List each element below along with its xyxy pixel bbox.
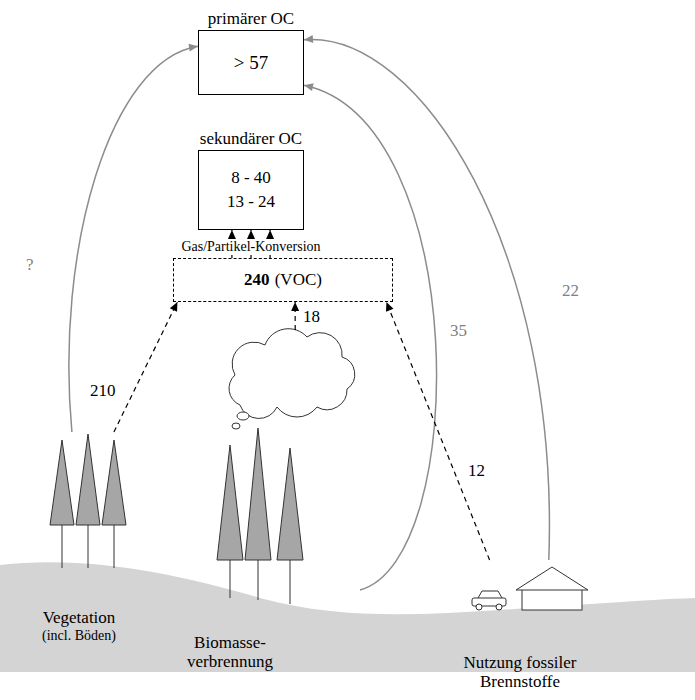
concentration-box: primärer OC> 57 [198,30,304,95]
arrow-head [304,35,313,43]
flow-value: 210 [90,382,116,401]
flow-value: ? [26,256,34,275]
ground [0,562,695,672]
arrow-head [386,302,393,312]
concentration-box: sekundärer OC8 - 4013 - 24 [198,150,304,230]
value-text: 8 - 40 [231,168,271,188]
source-label: Biomasse- verbrennung [180,633,280,672]
arrow-head [247,230,255,239]
flow-arrow [304,83,437,590]
source-label: Vegetation [43,608,116,628]
value-text: 240 [244,270,270,290]
forest-trees [50,434,126,568]
box-heading: sekundärer OC [200,129,302,149]
flow-arrow [114,302,177,432]
arrow-head [170,302,178,312]
value-text: (VOC) [275,270,322,290]
flow-curve [304,39,549,560]
arrow-head [291,302,299,311]
dashed-flow-line [114,302,177,432]
car-icon [472,591,506,610]
box-heading: primärer OC [208,9,294,29]
source-group: Nutzung fossiler Brennstoffe [440,560,600,692]
flow-arrow [291,302,299,330]
source-group: Vegetation(incl. Böden) [8,432,150,644]
source-group: Biomasse- verbrennung [180,330,360,672]
flow-value: Gas/Partikel-Konversion [178,239,323,254]
dashed-flow-line [386,302,489,560]
arrow-head [228,230,236,239]
house-icon [516,567,588,610]
arrow-head [266,230,274,239]
flow-arrow [386,302,490,560]
value-text: 13 - 24 [227,192,275,212]
concentration-box: 240(VOC) [173,258,393,302]
flow-value: 35 [450,322,467,341]
value-text: > 57 [234,52,268,74]
flow-value: 22 [562,282,579,301]
burning-trees [217,428,303,604]
flow-value: 12 [468,462,485,481]
arrow-head [188,44,198,52]
source-label: (incl. Böden) [42,628,116,644]
flow-arrow [304,35,549,560]
arrow-head [304,83,314,91]
flow-value: 18 [303,308,320,327]
flow-curve [304,85,437,590]
flow-arrow [69,44,198,432]
smoke-cloud [229,329,355,429]
source-label: Nutzung fossiler Brennstoffe [450,653,590,692]
